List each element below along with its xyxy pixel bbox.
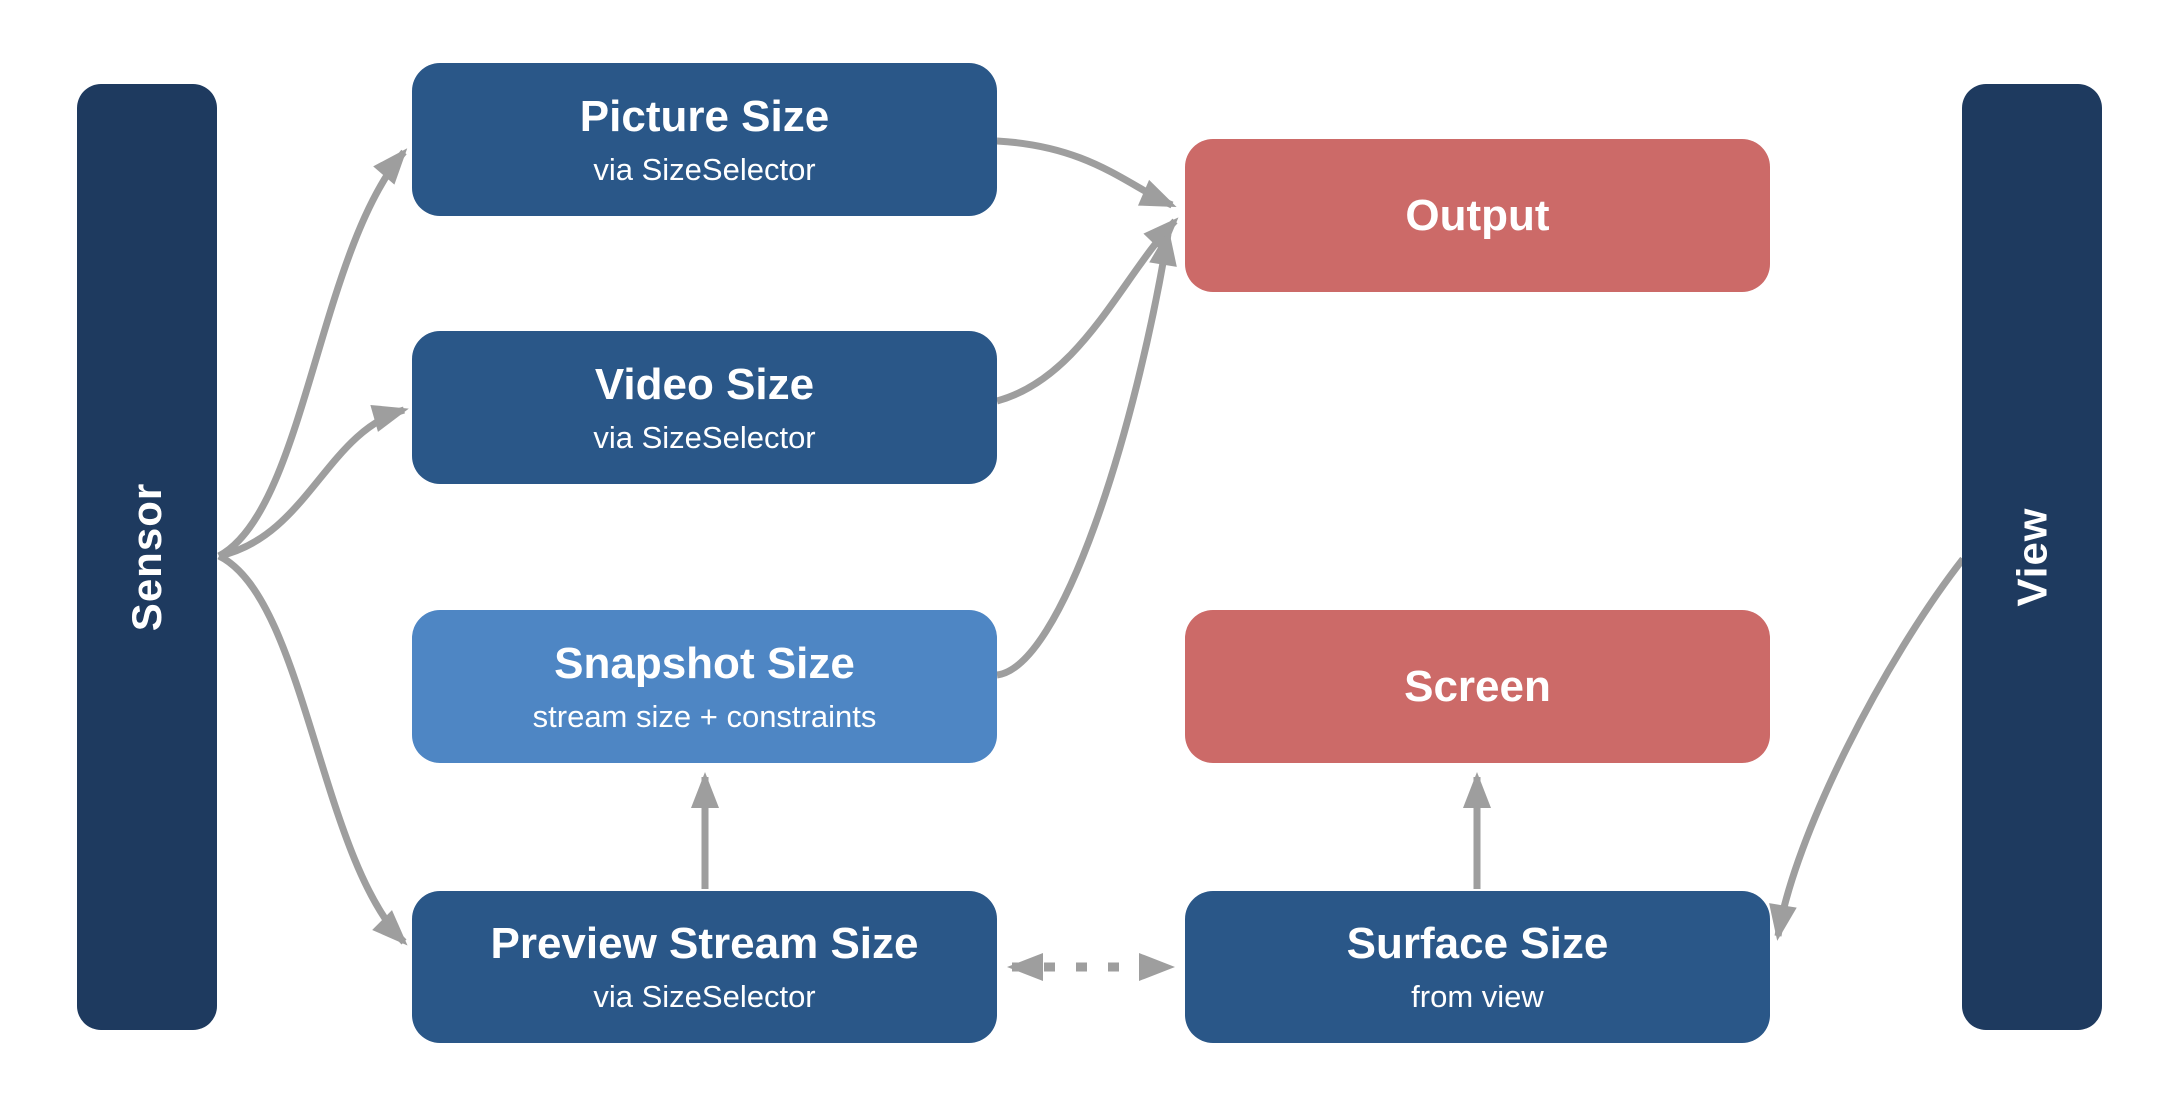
node-title: Screen bbox=[1404, 662, 1551, 711]
node-picture-size: Picture Size via SizeSelector bbox=[412, 63, 997, 216]
sensor-rail: Sensor bbox=[77, 84, 217, 1030]
node-screen: Screen bbox=[1185, 610, 1770, 763]
node-video-size: Video Size via SizeSelector bbox=[412, 331, 997, 484]
edge-sensor-to-video bbox=[218, 404, 409, 560]
node-surface-size: Surface Size from view bbox=[1185, 891, 1770, 1043]
view-rail-label: View bbox=[2007, 507, 2055, 607]
edge-snapshot-to-output bbox=[996, 229, 1177, 679]
node-title: Preview Stream Size bbox=[490, 919, 919, 969]
node-subtitle: stream size + constraints bbox=[532, 698, 877, 734]
node-snapshot-size: Snapshot Size stream size + constraints bbox=[412, 610, 997, 763]
node-title: Video Size bbox=[594, 359, 815, 409]
node-subtitle: via SizeSelector bbox=[593, 979, 816, 1015]
edge-sensor-to-preview bbox=[217, 552, 408, 946]
edge-picture-to-output bbox=[996, 137, 1177, 209]
edge-video-to-output bbox=[996, 217, 1179, 405]
node-subtitle: from view bbox=[1411, 979, 1544, 1015]
node-output: Output bbox=[1185, 139, 1770, 292]
node-title: Surface Size bbox=[1346, 919, 1609, 969]
node-subtitle: via SizeSelector bbox=[593, 151, 816, 187]
node-title: Snapshot Size bbox=[554, 638, 855, 688]
node-title: Picture Size bbox=[579, 91, 830, 141]
view-rail: View bbox=[1962, 84, 2102, 1030]
node-title: Output bbox=[1405, 191, 1550, 240]
sensor-rail-label: Sensor bbox=[123, 482, 171, 632]
node-preview-stream-size: Preview Stream Size via SizeSelector bbox=[412, 891, 997, 1043]
edge-sensor-to-picture bbox=[217, 148, 408, 560]
edge-view-to-surface bbox=[1769, 556, 1966, 941]
node-subtitle: via SizeSelector bbox=[593, 419, 816, 455]
